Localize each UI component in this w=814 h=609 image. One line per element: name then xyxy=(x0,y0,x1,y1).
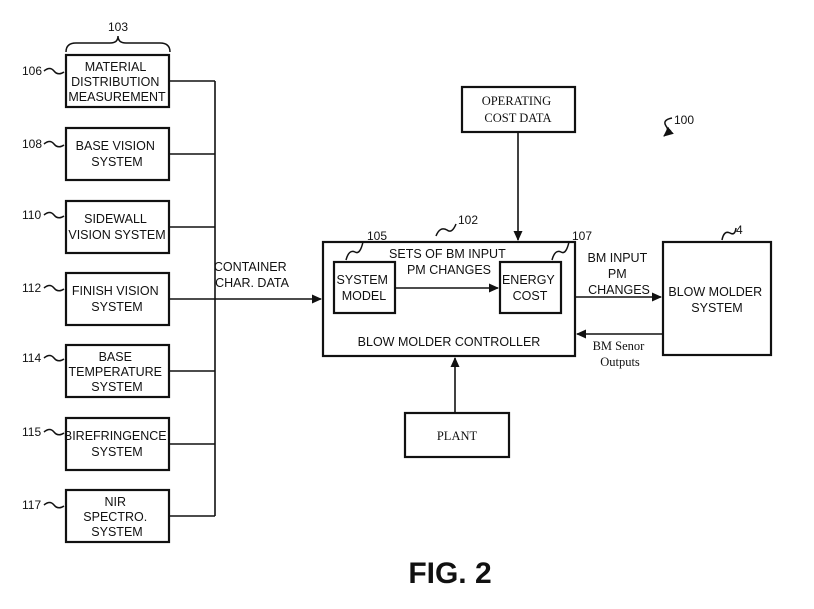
ref-112: 112 xyxy=(22,281,65,295)
ref-4: 4 xyxy=(721,223,743,241)
sensor-base-vision: BASE VISION SYSTEM xyxy=(64,126,171,182)
svg-text:115: 115 xyxy=(22,425,41,439)
svg-text:105: 105 xyxy=(367,229,387,243)
plant-box: PLANT xyxy=(403,411,511,459)
svg-text:OPERATING COST DATA: OPERATING COST DATA xyxy=(482,94,555,125)
svg-text:117: 117 xyxy=(22,498,41,512)
svg-text:4: 4 xyxy=(736,223,743,237)
bm-sensor-outputs-label: BM Senor Outputs xyxy=(593,339,648,369)
blow-molder-system-box: BLOW MOLDER SYSTEM xyxy=(661,240,773,357)
ref-107: 107 xyxy=(551,229,592,261)
ref-102: 102 xyxy=(435,213,478,237)
figure-label: FIG. 2 xyxy=(408,557,491,590)
sensor-material-distribution: MATERIAL DISTRIBUTION MEASUREMENT xyxy=(64,53,171,109)
svg-text:102: 102 xyxy=(458,213,478,227)
ref-100: 100 xyxy=(674,113,694,127)
svg-text:110: 110 xyxy=(22,208,41,222)
system-model-box: SYSTEM MODEL xyxy=(332,260,397,315)
ref-105: 105 xyxy=(345,229,387,261)
ref-100-arrow xyxy=(663,117,674,137)
svg-text:PLANT: PLANT xyxy=(437,429,478,443)
svg-text:FINISH VISION SYSTEM: FINISH VISION SYSTEM xyxy=(72,284,162,314)
sensor-base-temperature: BASE TEMPERATURE SYSTEM xyxy=(64,343,171,399)
svg-text:BLOW MOLDER SYSTEM: BLOW MOLDER SYSTEM xyxy=(668,285,765,315)
sensor-bus-lines xyxy=(169,80,216,517)
svg-text:BASE VISION SYSTEM: BASE VISION SYSTEM xyxy=(76,139,159,169)
svg-text:ENERGY COST: ENERGY COST xyxy=(502,273,558,303)
sensor-sidewall-vision: SIDEWALL VISION SYSTEM xyxy=(64,199,171,255)
sensor-nir-spectro: NIR SPECTRO. SYSTEM xyxy=(64,488,171,544)
bm-input-label: BM INPUT PM CHANGES xyxy=(588,251,651,297)
svg-text:108: 108 xyxy=(22,137,42,151)
operating-cost-data-box: OPERATING COST DATA xyxy=(460,85,577,134)
svg-text:BIREFRINGENCE SYSTEM: BIREFRINGENCE SYSTEM xyxy=(64,429,170,459)
ref-115: 115 xyxy=(22,425,65,439)
container-char-data-label: CONTAINER CHAR. DATA xyxy=(214,260,290,290)
ref-110: 110 xyxy=(22,208,65,222)
svg-text:114: 114 xyxy=(22,351,41,365)
svg-text:NIR SPECTRO. SYSTE: NIR SPECTRO. SYSTEM xyxy=(83,495,150,539)
ref-108: 108 xyxy=(22,137,65,151)
sensor-birefringence: BIREFRINGENCE SYSTEM xyxy=(64,416,171,472)
svg-text:BLOW MOLDER CONTROLLER: BLOW MOLDER CONTROLLER xyxy=(358,335,541,349)
energy-cost-box: ENERGY COST xyxy=(498,260,563,315)
group-brace xyxy=(65,35,171,53)
svg-text:SETS OF BM INPUT PM CHAN: SETS OF BM INPUT PM CHANGES xyxy=(389,247,509,277)
ref-114: 114 xyxy=(22,351,65,365)
ref-106: 106 xyxy=(22,64,65,78)
svg-text:MATERIAL DISTRIBUTION: MATERIAL DISTRIBUTION MEASUREMENT xyxy=(68,60,166,104)
sensor-finish-vision: FINISH VISION SYSTEM xyxy=(64,271,171,327)
ref-117: 117 xyxy=(22,498,65,512)
svg-text:SIDEWALL VISION SYSTEM: SIDEWALL VISION SYSTEM xyxy=(68,212,165,242)
svg-text:106: 106 xyxy=(22,64,42,78)
svg-text:112: 112 xyxy=(22,281,41,295)
ref-103: 103 xyxy=(108,20,128,34)
svg-text:107: 107 xyxy=(572,229,592,243)
svg-text:BASE TEMPERATURE S: BASE TEMPERATURE SYSTEM xyxy=(68,350,165,394)
svg-text:SYSTEM MODEL: SYSTEM MODEL xyxy=(337,273,392,303)
